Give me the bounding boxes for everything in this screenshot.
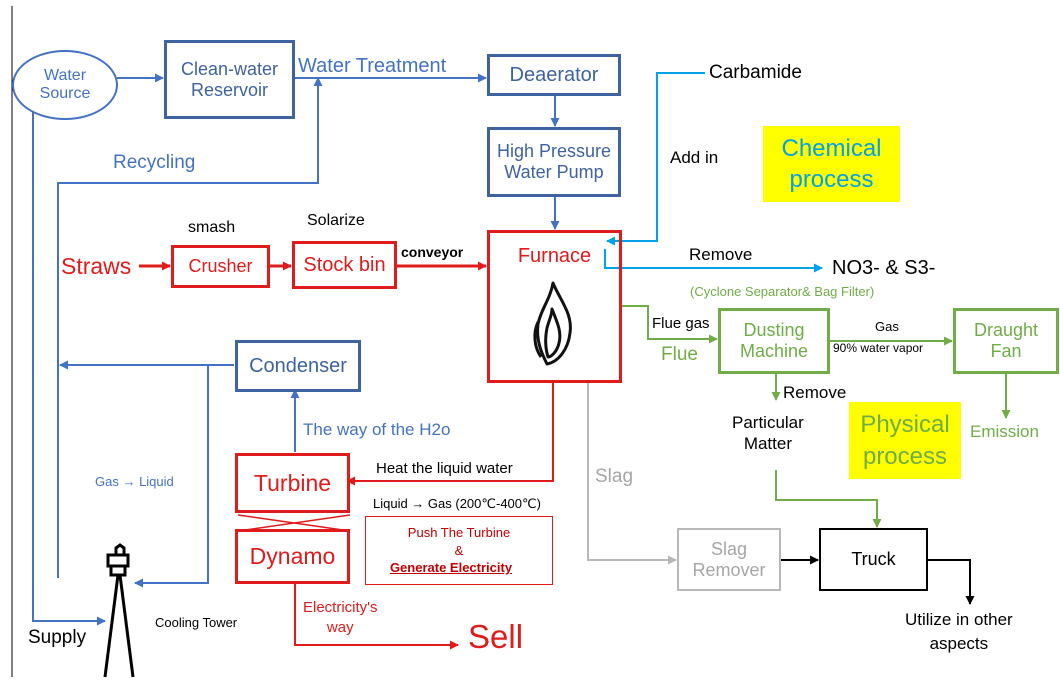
water-vapor-label: 90% water vapor (833, 341, 924, 355)
add-in-label: Add in (670, 148, 719, 167)
dynamo-node: Dynamo (235, 529, 350, 584)
turbine-node: Turbine (235, 453, 350, 513)
smash-label: smash (188, 219, 236, 236)
water-treatment-label: Water Treatment (298, 55, 447, 77)
chemical-process-label: Chemical process (781, 134, 882, 193)
arrow-matter-to-truck (775, 470, 882, 528)
liquid-gas-temp-label: Liquid → Gas (200℃-400℃) (373, 496, 541, 511)
condenser-node: Condenser (235, 340, 361, 392)
ampersand-text: & (454, 542, 464, 558)
arrow-slag (587, 382, 677, 565)
deaerator-node: Deaerator (487, 54, 621, 96)
arrow-remove-nox (604, 249, 823, 273)
no3-s3-label: NO3- & S3- (832, 257, 936, 279)
supply-label: Supply (28, 627, 87, 648)
condenser-label: Condenser (249, 354, 347, 377)
water-source-label: Water Source (39, 66, 91, 102)
draught-fan-node: Draught Fan (953, 308, 1059, 374)
dusting-machine-node: Dusting Machine (718, 308, 830, 374)
truck-node: Truck (819, 528, 928, 591)
chemical-process-highlight: Chemical process (763, 126, 900, 202)
clean-water-reservoir-node: Clean-water Reservoir (164, 40, 295, 119)
physical-process-label: Physical process (860, 411, 950, 470)
gas-liquid-label: Gas → Liquid (95, 474, 174, 489)
way-of-h2o-label: The way of the H2o (303, 420, 451, 439)
cyclone-label: (Cyclone Separator& Bag Filter) (690, 284, 875, 299)
heat-liquid-label: Heat the liquid water (376, 460, 513, 477)
stock-bin-label: Stock bin (303, 253, 386, 276)
carbamide-label: Carbamide (709, 62, 802, 83)
slag-remover-label: Slag Remover (692, 538, 766, 580)
deaerator-label: Deaerator (509, 63, 599, 86)
arrow-electricity-to-sell (294, 583, 459, 650)
turbine-dynamo-coupling (237, 514, 351, 532)
cooling-tower-label: Cooling Tower (155, 615, 238, 630)
dynamo-label: Dynamo (249, 543, 336, 570)
remove-top-label: Remove (689, 245, 753, 264)
arrow-truck-to-utilize (927, 559, 975, 605)
truck-label: Truck (851, 549, 896, 570)
stock-bin-node: Stock bin (292, 241, 397, 289)
turbine-label: Turbine (253, 469, 332, 496)
slag-remover-node: Slag Remover (677, 528, 781, 591)
furnace-node: Furnace (487, 230, 622, 383)
gas-label: Gas (875, 319, 899, 334)
arrow-heat-to-turbine (346, 382, 554, 486)
flue-gas-label: Flue gas (652, 315, 710, 332)
conveyor-label: conveyor (401, 244, 464, 260)
slag-label: Slag (595, 466, 634, 487)
cooling-tower-icon (103, 543, 135, 678)
arrow-supply (32, 104, 106, 626)
draught-fan-label: Draught Fan (973, 320, 1039, 361)
remove-mid-label: Remove (783, 383, 847, 402)
sell-label: Sell (468, 618, 524, 655)
high-pressure-pump-node: High Pressure Water Pump (487, 127, 621, 197)
push-turbine-text: Push The Turbine (407, 525, 511, 541)
water-source-node: Water Source (12, 50, 118, 120)
particular-matter-label: Particular Matter (732, 413, 804, 454)
electricity-way-label: Electricity's way (303, 599, 378, 637)
recycling-label: Recycling (113, 152, 196, 173)
arrow-condenser-to-tower (134, 365, 209, 588)
furnace-label: Furnace (517, 245, 592, 267)
flame-icon (533, 281, 572, 366)
crusher-node: Crusher (171, 245, 270, 288)
physical-process-highlight: Physical process (849, 402, 961, 479)
emission-label: Emission (970, 422, 1039, 441)
dusting-machine-label: Dusting Machine (739, 320, 809, 361)
arrow-flue-to-dusting (622, 305, 718, 344)
generate-electricity-text: Generate Electricity (389, 560, 513, 576)
crusher-label: Crusher (188, 256, 253, 277)
straws-label: Straws (61, 253, 132, 279)
arrow-recycling (57, 77, 323, 578)
flue-label: Flue (661, 344, 698, 365)
clean-water-reservoir-label: Clean-water Reservoir (180, 58, 279, 100)
high-pressure-pump-label: High Pressure Water Pump (496, 141, 612, 182)
arrow-carbamide-to-furnace (606, 72, 705, 246)
push-turbine-box: Push The Turbine & Generate Electricity (365, 516, 553, 585)
utilize-label: Utilize in other aspects (905, 610, 1013, 653)
solarize-label: Solarize (307, 212, 365, 229)
